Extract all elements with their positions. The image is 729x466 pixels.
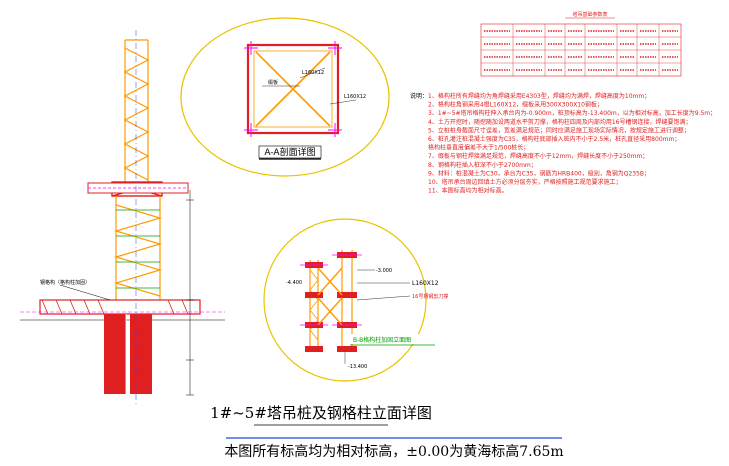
- notes-heading: 说明：: [410, 92, 428, 100]
- bb-title-box: [350, 334, 435, 344]
- note-line: 9、材料：桩混凝土为C30，承台为C35，钢筋为HRB400，级别，角钢为Q23…: [428, 169, 650, 177]
- aa-plate-label: 缀板: [268, 79, 278, 86]
- note-line: 1、格构柱所有焊缝均为角焊缝采用E4303型，焊缝均为满焊，焊缝高度为10mm；: [428, 92, 650, 100]
- tower-mast: [123, 39, 150, 185]
- note-line: 2、格构柱角钢采用4根L160X12，缀板采用300X300X10钢板；: [428, 101, 603, 109]
- aa-angle-label: L160X12: [302, 70, 324, 76]
- drawing-titles: 1#~5#塔吊桩及钢格柱立面详图 本图所有标高均为相对标高，±0.00为黄海标高…: [210, 404, 564, 460]
- aa-angle-right-label: L160X12: [344, 94, 366, 100]
- note-line: 6、桩孔灌注桩混凝土强度为C35，格构柱底部插入桩内不小于2.5米，桩孔直径采用…: [428, 135, 680, 143]
- section-aa: L160X12 缀板 L160X12 A-A剖面详图: [180, 17, 390, 177]
- bb-l160-label: L160X12: [412, 280, 439, 287]
- bb-red-plates: [305, 252, 357, 352]
- top-cap-slab: [87, 182, 189, 194]
- aa-square-frame: [246, 43, 340, 135]
- note-line: 格构柱垂直度偏差不大于1/500桩长；: [428, 144, 529, 152]
- pile-shafts: [104, 314, 152, 394]
- bb-leaders: [344, 269, 411, 364]
- note-line: 10、塔吊承台周边回填土方必须分层夯实，严格按照施工规范要求施工；: [428, 178, 622, 186]
- bb-elev-left: -4.400: [286, 280, 302, 286]
- bb-markers: [300, 254, 362, 326]
- notes-lines: 1、格构柱所有焊缝均为角焊缝采用E4303型，焊缝均为满焊，焊缝高度为10mm；…: [428, 92, 716, 195]
- section-aa-outline: [180, 17, 390, 177]
- note-line: 3、1#~5#塔吊格构柱伸入承台内为-0.900m，桩顶标高为-13.400m，…: [428, 109, 716, 117]
- drawing-title: 1#~5#塔吊桩及钢格柱立面详图: [210, 404, 432, 422]
- bb-left-column: [309, 260, 319, 350]
- pile-label: 钢格构（格构柱加固）: [40, 279, 90, 286]
- elevation-dims: [186, 190, 194, 396]
- bb-cross-bracing: [317, 267, 343, 326]
- section-bb-title: B-B格构柱加固立面图: [353, 336, 411, 344]
- section-bb-outline: [263, 218, 427, 382]
- aa-inner-frame: [253, 50, 333, 128]
- bb-elev-top: -3.000: [376, 268, 392, 274]
- lattice-column: [113, 196, 163, 300]
- note-line: 11、本图标高均为相对标高。: [428, 187, 508, 195]
- tower-elevation: 钢格构（格构柱加固）: [20, 30, 225, 404]
- section-bb: -3.000 -4.400 L160X12 16号槽钢剪刀撑 -13.400 B…: [263, 218, 448, 382]
- note-line: 5、立桩桩身截面尺寸误差，宽差满足规范；同时应满足施工现场实际情况，按规定施工进…: [428, 126, 690, 134]
- table-grid: [480, 23, 682, 77]
- parameter-table: 塔吊基础参数表: [480, 11, 682, 77]
- bb-channel-label: 16号槽钢剪刀撑: [412, 293, 448, 300]
- aa-leaders: [262, 67, 357, 105]
- bb-elev-bottom: -13.400: [348, 364, 367, 370]
- pile-leader: [59, 284, 111, 301]
- lattice-green-ties: [116, 209, 160, 289]
- note-line: 7、缀板与钢柱焊接满足规范，焊缝高度不小于12mm，焊缝长度不小于250mm；: [428, 152, 648, 160]
- table-title: 塔吊基础参数表: [572, 11, 607, 18]
- note-line: 8、钢格构柱插入桩深不小于2700mm；: [428, 161, 537, 169]
- aa-title-box: [258, 145, 322, 159]
- aa-corner-markers: [244, 41, 342, 137]
- note-line: 4、土方开挖时，随挖随加设两道水平剪刀撑，格构柱四周及内部均用16号槽钢连接，焊…: [428, 118, 691, 126]
- drawing-subtitle: 本图所有标高均为相对标高，±0.00为黄海标高7.65m: [224, 443, 563, 460]
- aa-diagonal-b: [255, 51, 331, 127]
- notes-block: 说明： 1、格构柱所有焊缝均为角焊缝采用E4303型，焊缝均为满焊，焊缝高度为1…: [410, 92, 716, 195]
- section-aa-title: A-A剖面详图: [264, 146, 315, 158]
